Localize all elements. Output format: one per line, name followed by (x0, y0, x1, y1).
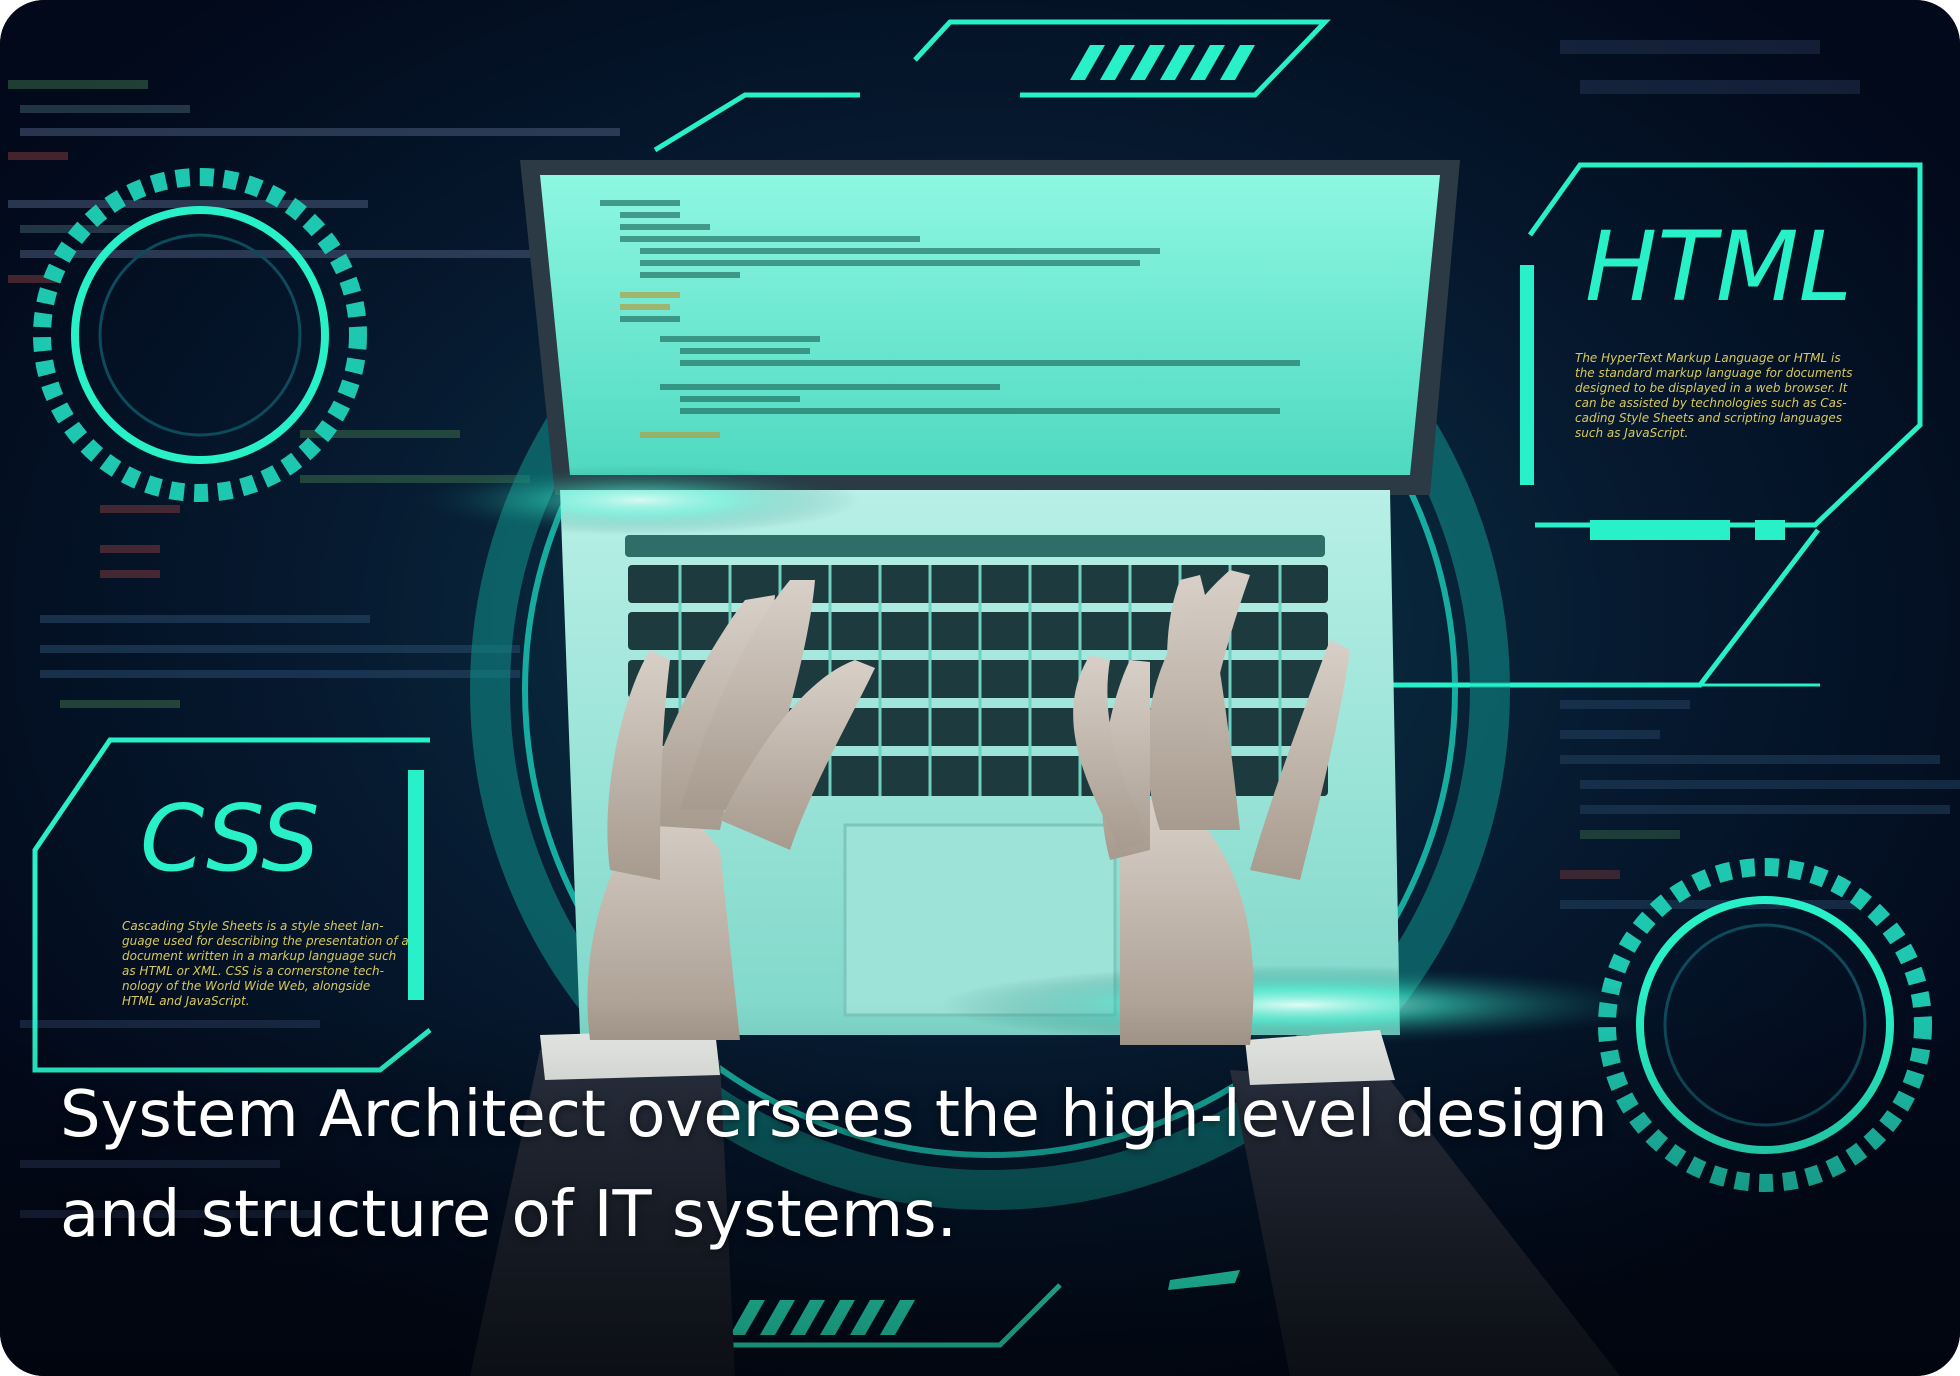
svg-text:guage used for describing the: guage used for describing the presentati… (122, 934, 409, 948)
svg-text:cading Style Sheets and script: cading Style Sheets and scripting langua… (1575, 411, 1842, 425)
svg-text:designed to be displayed in a: designed to be displayed in a web browse… (1575, 381, 1849, 395)
left-hand (587, 580, 875, 1040)
top-hud-frame (653, 19, 1331, 153)
image-caption: System Architect oversees the high-level… (60, 1078, 1608, 1252)
css-panel-title: CSS (140, 785, 319, 892)
svg-text:Cascading Style Sheets is a st: Cascading Style Sheets is a style sheet … (122, 919, 384, 933)
caption-shade (0, 1000, 1960, 1376)
light-flare-left (420, 465, 860, 535)
left-hud-ring (33, 168, 367, 502)
background-code-right (1560, 40, 1960, 909)
screen-code (600, 200, 1300, 438)
svg-text:nology of the World Wide Web,: nology of the World Wide Web, alongside (122, 979, 370, 993)
svg-text:document written in a markup l: document written in a markup language su… (122, 949, 396, 963)
right-hand (1073, 570, 1350, 1045)
laptop-screen (540, 175, 1440, 475)
svg-text:as HTML or XML. CSS is a corne: as HTML or XML. CSS is a cornerstone tec… (122, 964, 384, 978)
svg-text:such as JavaScript.: such as JavaScript. (1575, 426, 1688, 440)
html-panel-description: The HyperText Markup Language or HTML is… (1575, 351, 1853, 440)
svg-text:the standard markup language f: the standard markup language for documen… (1575, 366, 1853, 380)
svg-text:The HyperText Markup Language: The HyperText Markup Language or HTML is (1575, 351, 1841, 365)
svg-text:can be assisted by technologie: can be assisted by technologies such as … (1575, 396, 1847, 410)
html-panel-title: HTML (1585, 211, 1852, 323)
